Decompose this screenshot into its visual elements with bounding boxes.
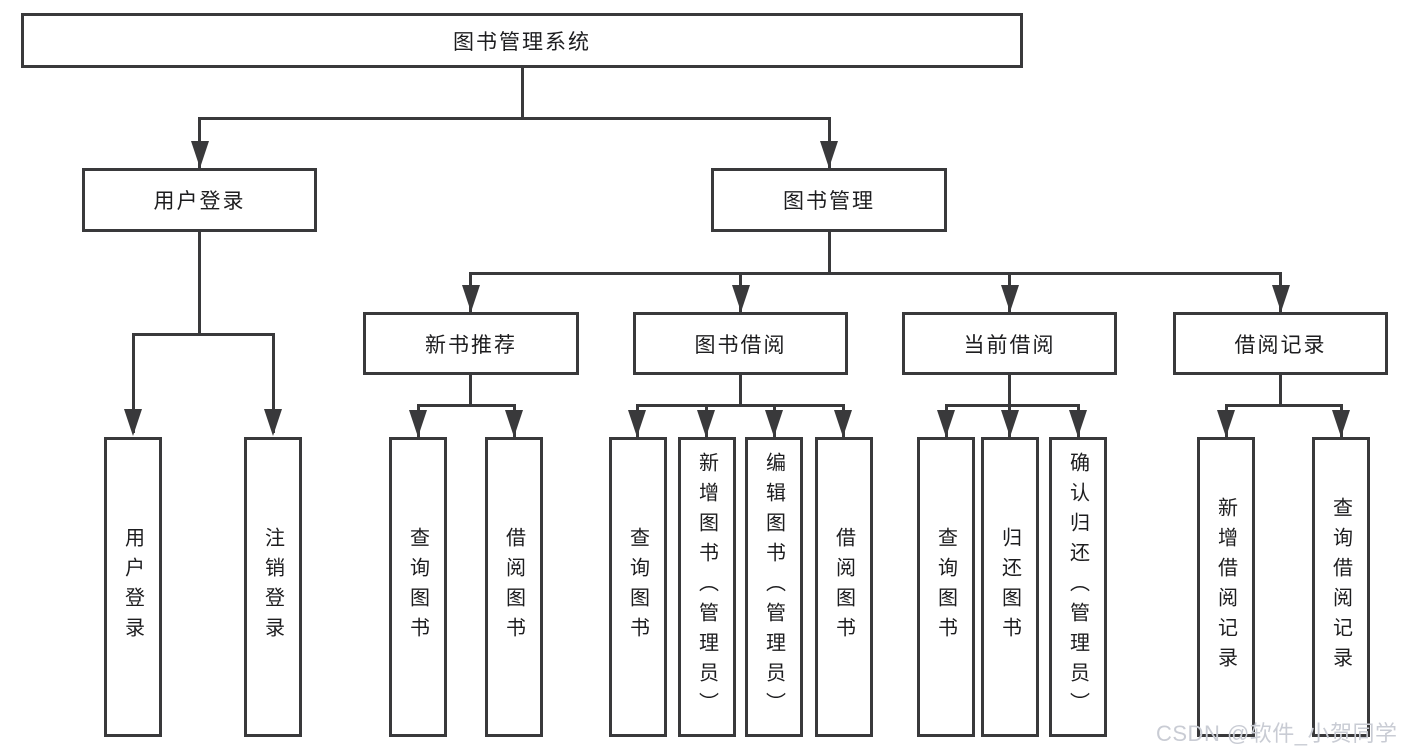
node-label: 查询借阅记录: [1329, 497, 1352, 677]
connector-line: [132, 333, 275, 336]
connector-line: [828, 232, 831, 275]
connector-line: [198, 117, 831, 120]
connector-arrowhead-down: [505, 410, 523, 437]
node-label: 查询图书: [406, 527, 429, 647]
node-label: 当前借阅: [963, 333, 1056, 357]
connector-line: [1225, 404, 1343, 407]
node-leaf-return-books: 归还图书: [981, 437, 1039, 737]
node-leaf-query-borrow-record: 查询借阅记录: [1312, 437, 1370, 737]
connector-arrowhead-down: [765, 410, 783, 437]
node-book-borrowing: 图书借阅: [633, 312, 848, 375]
connector-arrowhead-down: [462, 285, 480, 312]
connector-arrowhead-down: [732, 285, 750, 312]
node-library-management-system: 图书管理系统: [21, 13, 1023, 68]
node-label: 归还图书: [998, 527, 1021, 647]
node-label: 新书推荐: [425, 333, 517, 357]
connector-arrowhead-down: [1069, 410, 1087, 437]
connector-arrowhead-down: [1272, 285, 1290, 312]
connector-line: [521, 68, 524, 118]
connector-arrowhead-down: [1001, 285, 1019, 312]
node-leaf-add-books-admin: 新增图书（管理员）: [678, 437, 736, 737]
node-leaf-edit-books-admin: 编辑图书（管理员）: [745, 437, 803, 737]
connector-arrowhead-down: [264, 409, 282, 436]
node-leaf-user-login: 用户登录: [104, 437, 162, 737]
node-label: 确认归还（管理员）: [1066, 452, 1089, 722]
node-label: 图书管理系统: [453, 30, 591, 54]
node-label: 新增图书（管理员）: [695, 452, 718, 722]
node-label: 编辑图书（管理员）: [762, 452, 785, 722]
connector-arrowhead-down: [697, 410, 715, 437]
connector-line: [1279, 375, 1282, 407]
connector-arrowhead-down: [1332, 410, 1350, 437]
node-label: 注销登录: [261, 527, 284, 647]
connector-arrowhead-down: [191, 141, 209, 168]
connector-line: [469, 375, 472, 406]
node-book-management: 图书管理: [711, 168, 947, 232]
connector-arrowhead-down: [937, 410, 955, 437]
connector-arrowhead-down: [834, 410, 852, 437]
connector-arrowhead-down: [1001, 410, 1019, 437]
connector-arrowhead-down: [1217, 410, 1235, 437]
node-label: 新增借阅记录: [1214, 497, 1237, 677]
node-leaf-borrow-books-recommend: 借阅图书: [485, 437, 543, 737]
node-leaf-query-books-borrow: 查询图书: [609, 437, 667, 737]
connector-arrowhead-down: [124, 409, 142, 436]
node-leaf-query-books-current: 查询图书: [917, 437, 975, 737]
node-new-book-recommendation: 新书推荐: [363, 312, 579, 375]
connector-line: [739, 375, 742, 406]
connector-line: [945, 404, 1080, 407]
node-leaf-logout: 注销登录: [244, 437, 302, 737]
connector-line: [198, 232, 201, 335]
node-label: 用户登录: [121, 527, 144, 647]
node-leaf-add-borrow-record: 新增借阅记录: [1197, 437, 1255, 737]
connector-line: [272, 333, 275, 433]
node-label: 借阅记录: [1234, 333, 1327, 357]
connector-arrowhead-down: [409, 410, 427, 437]
connector-line: [417, 404, 516, 407]
node-label: 查询图书: [934, 527, 957, 647]
node-label: 图书管理: [783, 190, 875, 213]
node-label: 借阅图书: [832, 527, 855, 647]
node-label: 查询图书: [626, 527, 649, 647]
node-borrowing-records: 借阅记录: [1173, 312, 1388, 375]
connector-arrowhead-down: [628, 410, 646, 437]
node-user-login: 用户登录: [82, 168, 317, 232]
connector-arrowhead-down: [820, 141, 838, 168]
watermark: CSDN @软件_小贺同学: [1156, 721, 1398, 746]
node-label: 借阅图书: [502, 527, 525, 647]
node-leaf-query-books-recommend: 查询图书: [389, 437, 447, 737]
node-leaf-borrow-books: 借阅图书: [815, 437, 873, 737]
node-label: 图书借阅: [694, 333, 787, 357]
connector-line: [636, 404, 845, 407]
node-label: 用户登录: [153, 190, 246, 213]
node-current-borrowing: 当前借阅: [902, 312, 1117, 375]
connector-line: [1008, 375, 1011, 407]
connector-line: [132, 333, 135, 433]
connector-line: [469, 272, 1282, 275]
node-leaf-confirm-return-admin: 确认归还（管理员）: [1049, 437, 1107, 737]
